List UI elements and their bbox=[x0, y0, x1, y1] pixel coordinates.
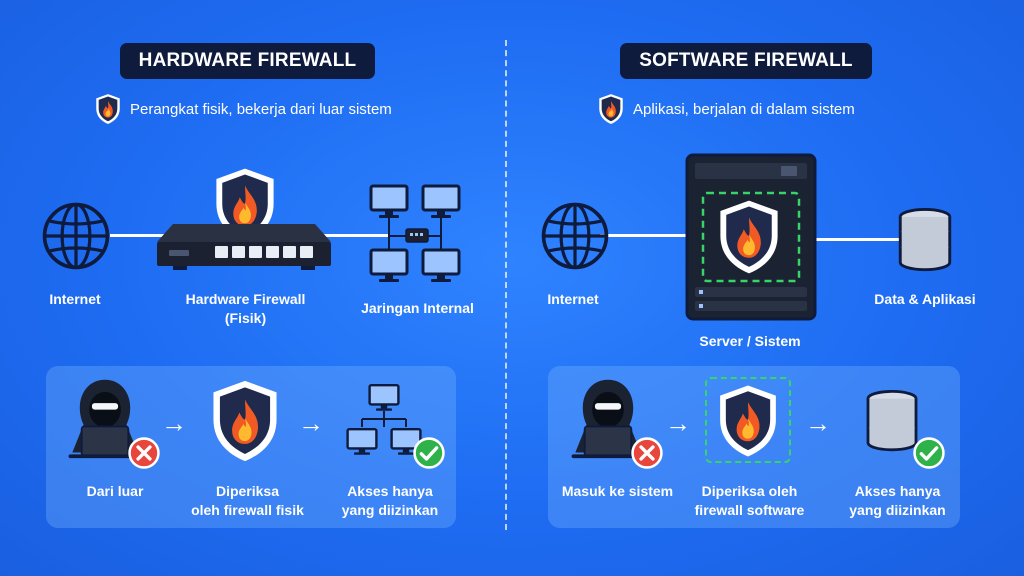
hardware-subtitle: Perangkat fisik, bekerja dari luar siste… bbox=[94, 93, 392, 125]
globe-icon bbox=[538, 199, 612, 273]
software-data-label: Data & Aplikasi bbox=[874, 291, 976, 307]
software-step2-label: Diperiksa oleh firewall software bbox=[682, 482, 817, 520]
section-divider bbox=[505, 40, 507, 530]
hardware-step2-line2: oleh firewall fisik bbox=[191, 502, 304, 518]
software-internet-label: Internet bbox=[547, 291, 599, 307]
software-step3-line1: Akses hanya bbox=[854, 483, 941, 499]
software-step1-label: Masuk ke sistem bbox=[561, 483, 674, 499]
software-subtitle: Aplikasi, berjalan di dalam sistem bbox=[597, 93, 855, 125]
firewall-shield-icon bbox=[716, 383, 780, 459]
software-step2-line2: firewall software bbox=[694, 502, 805, 518]
network-computers-icon bbox=[342, 383, 426, 459]
software-step3-line2: yang diizinkan bbox=[849, 502, 946, 518]
firewall-shield-icon bbox=[597, 93, 625, 125]
hardware-subtitle-text: Perangkat fisik, bekerja dari luar siste… bbox=[130, 100, 392, 118]
hardware-step3-label: Akses hanya yang diizinkan bbox=[325, 482, 455, 520]
hardware-network-label: Jaringan Internal bbox=[361, 300, 474, 316]
hardware-step3-line1: Akses hanya bbox=[347, 483, 433, 499]
software-firewall-frame bbox=[705, 377, 791, 463]
software-step3-label: Akses hanya yang diizinkan bbox=[835, 482, 960, 520]
arrow-right-icon: → bbox=[805, 408, 831, 438]
hardware-firewall-label: Hardware Firewall (Fisik) bbox=[163, 290, 328, 328]
hardware-firewall-label-line2: (Fisik) bbox=[224, 310, 267, 326]
firewall-shield-icon bbox=[94, 93, 122, 125]
firewall-shield-icon bbox=[209, 378, 281, 464]
software-step2-line1: Diperiksa oleh bbox=[701, 483, 798, 499]
hardware-step1-label: Dari luar bbox=[86, 483, 144, 499]
router-icon bbox=[153, 220, 335, 272]
hardware-internet-label: Internet bbox=[49, 291, 101, 307]
connection-line bbox=[600, 234, 690, 237]
software-subtitle-text: Aplikasi, berjalan di dalam sistem bbox=[633, 100, 855, 118]
arrow-right-icon: → bbox=[665, 408, 691, 438]
connection-line bbox=[330, 234, 390, 237]
arrow-right-icon: → bbox=[298, 408, 324, 438]
globe-icon bbox=[39, 199, 113, 273]
check-circle-icon bbox=[412, 436, 446, 470]
hardware-firewall-label-line1: Hardware Firewall bbox=[185, 291, 306, 307]
hardware-step2-label: Diperiksa oleh firewall fisik bbox=[180, 482, 315, 520]
software-server-label: Server / Sistem bbox=[699, 333, 801, 349]
hardware-step3-line2: yang diizinkan bbox=[341, 502, 439, 518]
hardware-title: HARDWARE FIREWALL bbox=[120, 43, 375, 79]
x-circle-icon bbox=[630, 436, 664, 470]
firewall-shield-icon bbox=[716, 198, 782, 276]
hardware-step2-line1: Diperiksa bbox=[215, 483, 280, 499]
arrow-right-icon: → bbox=[161, 408, 187, 438]
database-icon bbox=[896, 207, 954, 273]
connection-line bbox=[815, 238, 903, 241]
network-computers-icon bbox=[362, 184, 472, 284]
check-circle-icon bbox=[912, 436, 946, 470]
x-circle-icon bbox=[127, 436, 161, 470]
software-title: SOFTWARE FIREWALL bbox=[620, 43, 872, 79]
